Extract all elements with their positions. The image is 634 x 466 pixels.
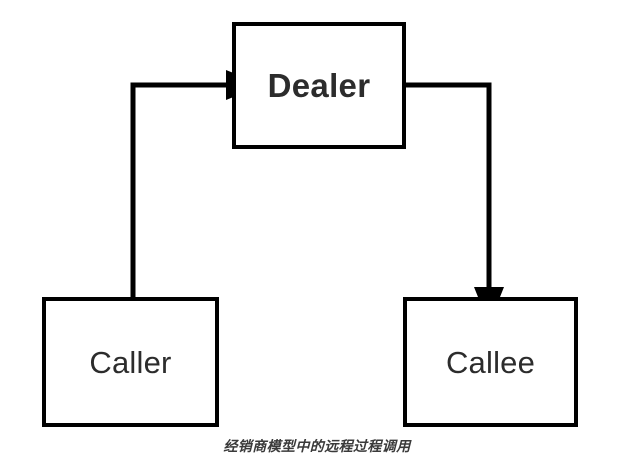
node-dealer-label: Dealer (267, 67, 371, 104)
node-caller[interactable]: Caller (42, 297, 219, 427)
edge-dealer-to-callee (406, 82, 504, 325)
node-dealer[interactable]: Dealer (232, 22, 406, 149)
node-callee[interactable]: Callee (403, 297, 578, 427)
node-callee-label: Callee (445, 344, 536, 380)
diagram-caption: 经销商模型中的远程过程调用 (223, 438, 411, 454)
node-caller-label: Caller (89, 344, 172, 380)
edge-caller-to-dealer (130, 70, 264, 297)
